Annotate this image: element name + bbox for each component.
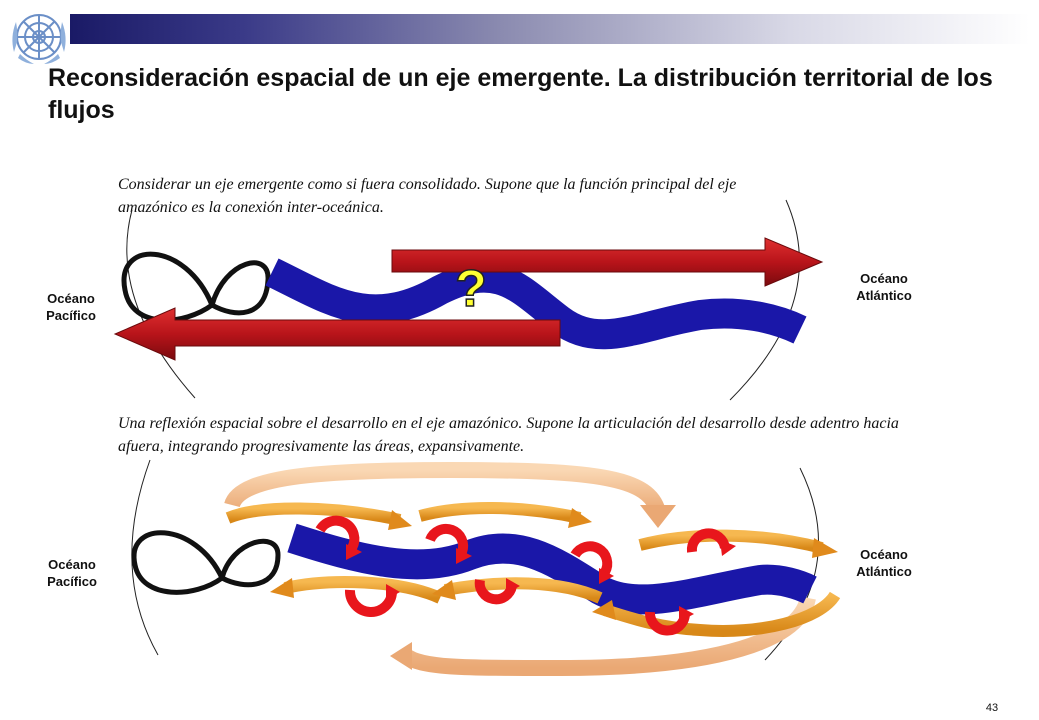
loop-icon-2 [425,523,469,554]
un-emblem-logo [12,14,66,64]
loop-icon-1 [315,515,360,551]
loop-icon-7 [645,611,690,636]
top-amazon-axis-ribbon [265,258,807,350]
top-left-coast-curve [126,209,196,399]
peach-arrowhead-top [640,505,676,528]
page-number: 43 [985,702,999,714]
slide-title: Reconsideración espacial de un eje emerg… [48,64,993,124]
bottom-label-atlantic: Océano Atlántico [856,547,912,579]
red-loop-arrowheads [346,540,736,622]
bottom-label-pacific: Océano Pacífico [47,557,97,589]
loop-icon-3 [570,541,613,575]
bottom-panel-description: Una reflexión espacial sobre el desarrol… [118,415,899,455]
top-right-coast-curve [729,199,800,401]
bottom-panel [131,459,841,677]
top-flow-arrow-east [391,237,824,287]
question-mark: ? [455,260,487,318]
bottom-lake-loop-right [219,538,281,588]
top-flow-arrow-west [113,307,561,361]
top-label-atlantic: Océano Atlántico [856,271,912,303]
bottom-left-coast-curve [131,459,159,656]
top-lake-loop-left [121,251,216,323]
top-panel: ? [113,199,824,401]
orange-flow-arrows-upper [225,501,838,558]
loop-icon-5 [345,589,397,617]
orange-flow-arrows-lower [270,576,841,637]
header-gradient-bar [70,14,1030,44]
bottom-amazon-axis-ribbon [287,523,817,615]
top-label-pacific: Océano Pacífico [46,291,96,323]
peach-arc-top [224,461,666,515]
loop-icon-4 [686,528,730,553]
top-lake-loop-right [209,260,271,316]
top-panel-description: Considerar un eje emergente como si fuer… [118,176,737,216]
bottom-lake-loop-left [131,530,226,595]
peach-arrowhead-bottom [390,642,412,670]
